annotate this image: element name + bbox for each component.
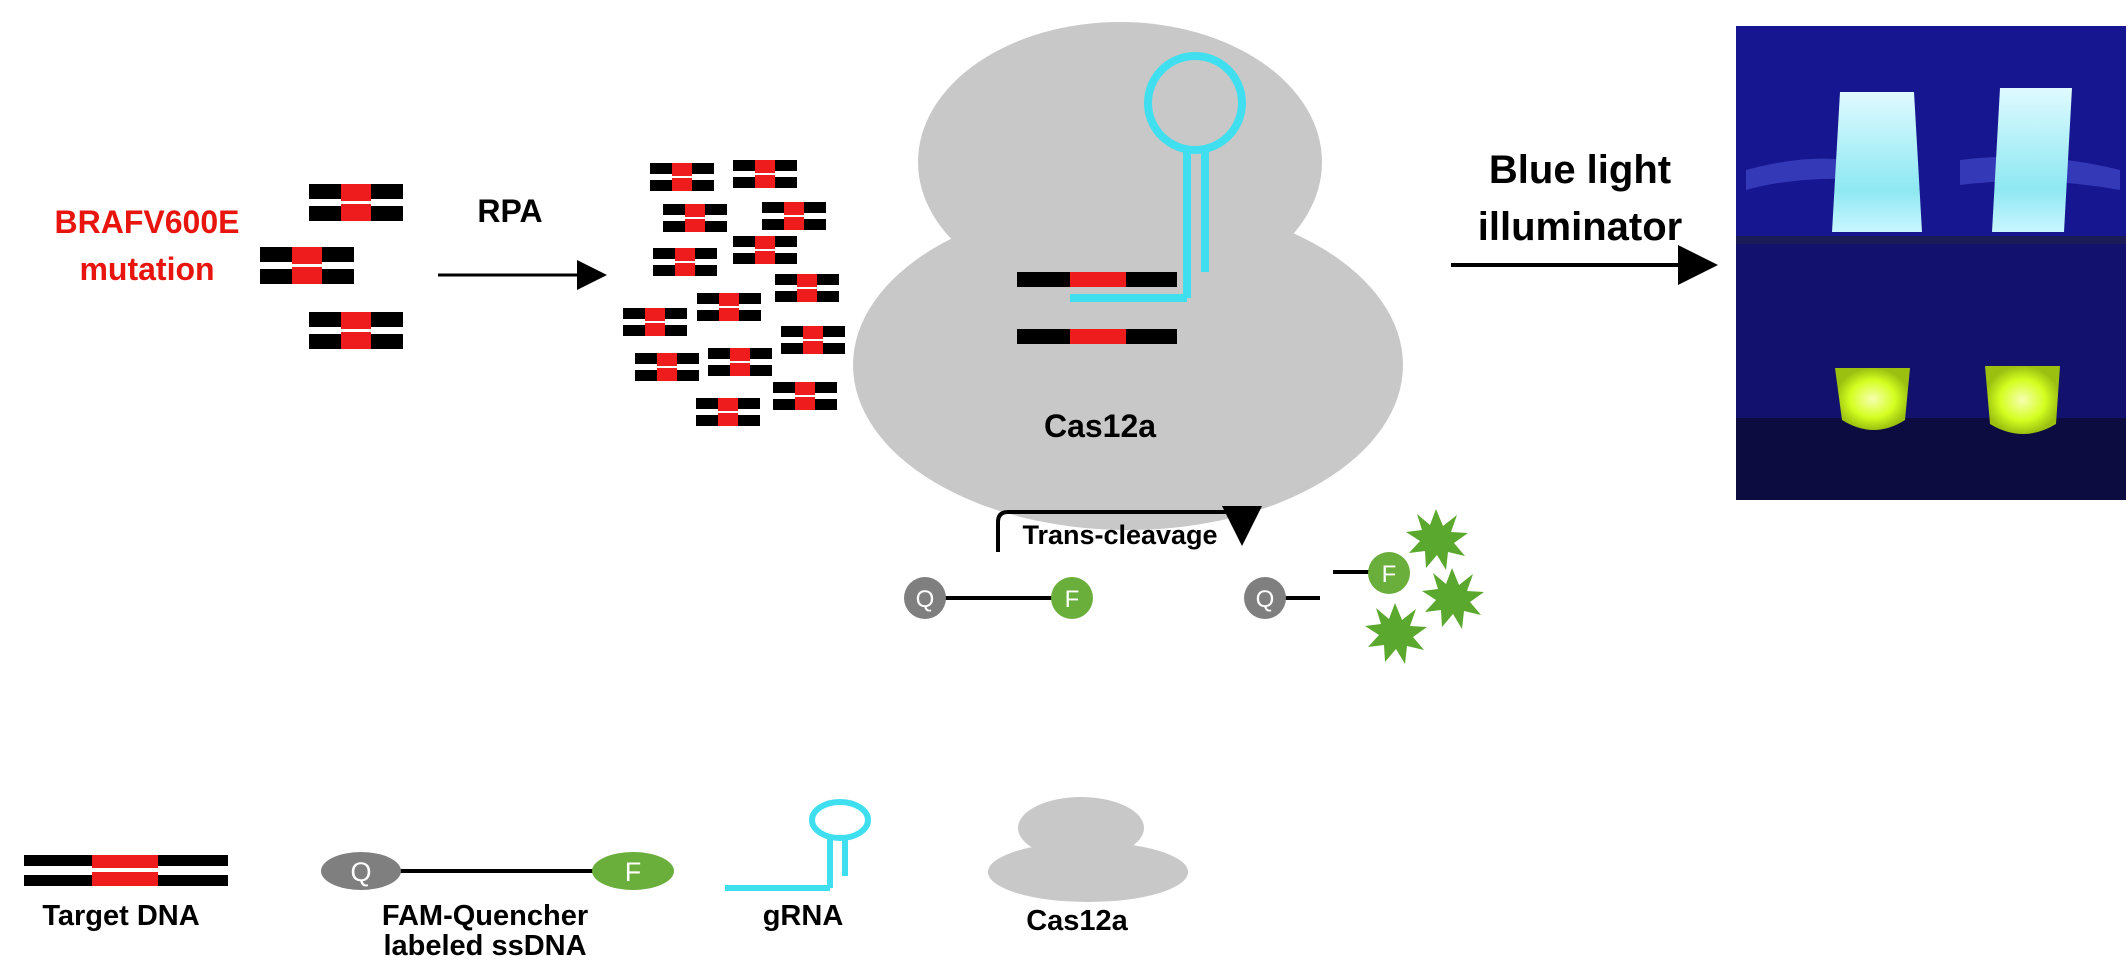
mutation-label-line1: BRAFV600E	[55, 204, 240, 240]
amplicon	[775, 274, 839, 302]
amplicon	[653, 248, 717, 276]
amplicon	[650, 163, 714, 191]
quencher-letter: Q	[916, 586, 935, 613]
glowing-tube	[1835, 368, 1910, 430]
tube-photo	[1736, 26, 2126, 500]
rpa-label: RPA	[477, 193, 542, 229]
legend-target-dna: Target DNA	[24, 855, 228, 932]
cas12a-label: Cas12a	[1044, 408, 1156, 444]
legend-cas12a: Cas12a	[988, 797, 1188, 937]
quencher-icon	[1244, 577, 1286, 619]
tube-cap	[1992, 88, 2072, 232]
illuminator-label-line1: Blue light	[1489, 148, 1671, 192]
illuminator-label-line2: illuminator	[1478, 205, 1682, 249]
grna-structure	[1070, 52, 1246, 302]
fluorescence-bursts	[1365, 509, 1484, 664]
target-dna-strand	[260, 247, 354, 284]
fluorophore-letter: F	[1065, 586, 1080, 613]
cas12a-lower-lobe	[853, 200, 1403, 530]
amplicon	[697, 293, 761, 321]
fluorophore-letter: F	[1382, 561, 1397, 588]
legend-target-dna-label: Target DNA	[42, 900, 199, 932]
quencher-letter: Q	[1256, 586, 1275, 613]
fluorescence-burst-icon	[1406, 509, 1468, 570]
fluorescence-burst-icon	[1365, 603, 1427, 664]
amplicon	[762, 202, 826, 230]
legend: Target DNA Q F FAM-Quencher labeled ssDN…	[24, 797, 1188, 960]
fluorophore-icon	[1368, 552, 1410, 594]
amplicon	[733, 160, 797, 188]
target-dna-strand	[309, 184, 403, 221]
quencher-icon	[904, 577, 946, 619]
quencher-icon	[321, 852, 401, 890]
trans-cleavage-label: Trans-cleavage	[1022, 520, 1217, 550]
cas12a-upper-lobe	[918, 22, 1322, 302]
amplicon	[773, 382, 837, 410]
trans-cleavage-arrow	[996, 506, 1262, 552]
bound-target-dna	[1017, 272, 1177, 344]
legend-grna: gRNA	[725, 799, 871, 932]
glowing-tube	[1985, 366, 2060, 434]
fluorophore-icon	[592, 852, 674, 890]
mutation-label-line2: mutation	[79, 251, 214, 287]
amplicon	[708, 348, 772, 376]
legend-grna-label: gRNA	[763, 900, 844, 932]
amplicon	[733, 236, 797, 264]
intact-reporter: Q F	[904, 577, 1093, 619]
quencher-letter: Q	[350, 857, 371, 887]
fluorophore-letter: F	[625, 857, 642, 887]
legend-cas12a-label: Cas12a	[1026, 905, 1128, 937]
amplified-dna-cluster	[623, 160, 845, 426]
amplicon	[696, 398, 760, 426]
tube-cap	[1832, 92, 1922, 232]
legend-reporter-label-line2: labeled ssDNA	[383, 930, 586, 960]
amplicon	[781, 326, 845, 354]
cas12a-complex: Cas12a	[853, 22, 1403, 530]
fluorescence-burst-icon	[1422, 568, 1484, 629]
target-dna-strand	[309, 312, 403, 349]
amplicon	[623, 308, 687, 336]
legend-reporter-label-line1: FAM-Quencher	[382, 900, 588, 932]
input-dna-group	[260, 184, 403, 349]
amplicon	[663, 204, 727, 232]
fluorophore-icon	[1051, 577, 1093, 619]
legend-reporter: Q F FAM-Quencher labeled ssDNA	[321, 852, 674, 960]
cleaved-reporter: Q F	[1244, 552, 1410, 619]
amplicon	[635, 353, 699, 381]
